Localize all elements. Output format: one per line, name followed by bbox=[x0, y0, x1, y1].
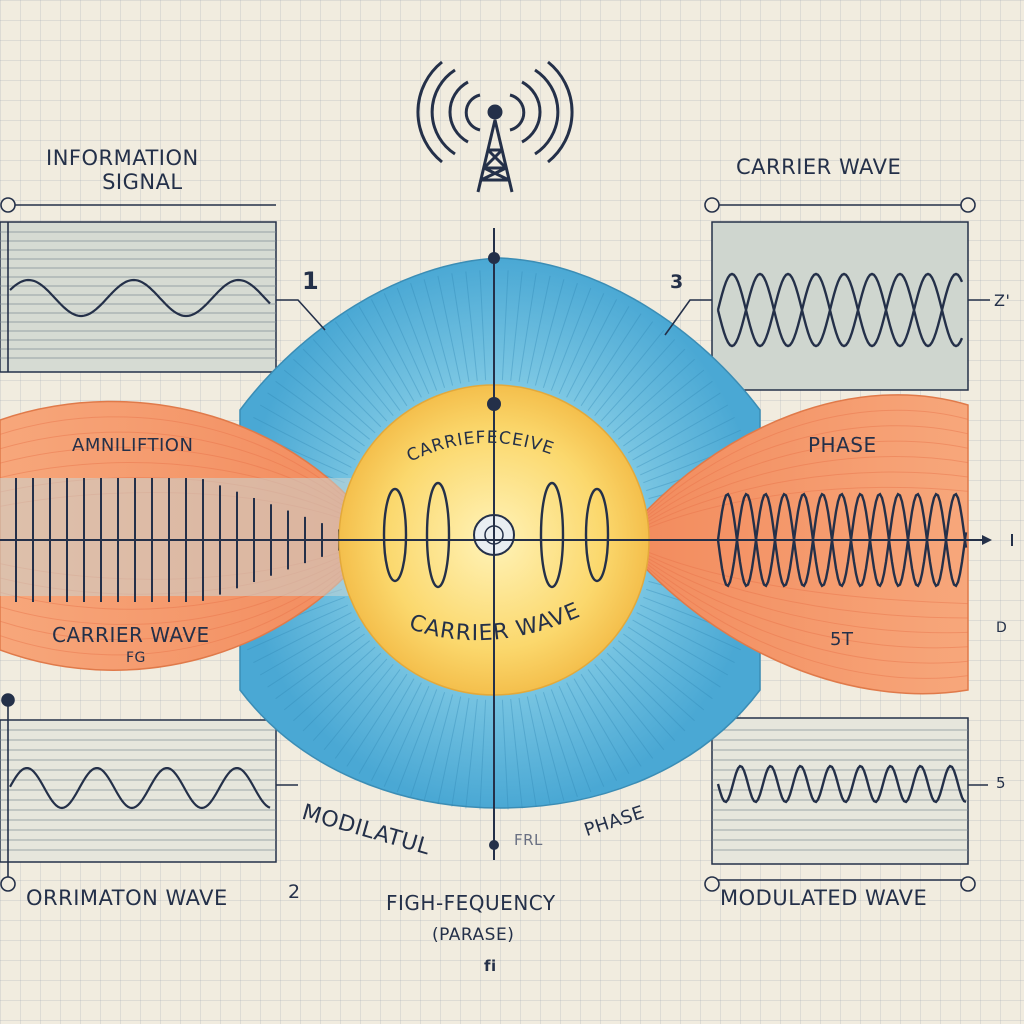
phase-right-label: PHASE bbox=[808, 434, 877, 457]
marker-5: 5 bbox=[996, 775, 1006, 792]
information-wave-label: ORRIMATON WAVE bbox=[26, 886, 228, 910]
carrier-wave-top-label: CARRIER WAVE bbox=[736, 155, 901, 179]
marker-d: D bbox=[996, 620, 1007, 636]
marker-2: 2 bbox=[288, 882, 301, 904]
carrier-wave-left-sub: FG bbox=[126, 650, 146, 666]
high-frequency-label: FIGH-FEQUENCY bbox=[386, 892, 556, 915]
antenna-tower-icon bbox=[418, 62, 572, 192]
modulated-wave-panel bbox=[712, 718, 968, 864]
carrier-wave-panel bbox=[712, 222, 968, 390]
information-signal-title: INFORMATION SIGNAL bbox=[46, 146, 199, 194]
amplitude-label: AMNILIFTION bbox=[72, 436, 193, 457]
information-signal-panel bbox=[0, 222, 276, 372]
information-signal-line2: SIGNAL bbox=[46, 170, 199, 194]
marker-3: 3 bbox=[670, 272, 684, 294]
marker-z: Z' bbox=[994, 292, 1010, 310]
marker-1: 1 bbox=[302, 268, 319, 296]
frequency-partial-label: FRL bbox=[514, 832, 543, 849]
modulated-wave-label: MODULATED WAVE bbox=[720, 886, 927, 910]
carrier-wave-left-label: CARRIER WAVE bbox=[52, 624, 210, 647]
fi-label: fi bbox=[484, 958, 497, 975]
label-5t: 5T bbox=[830, 630, 853, 651]
parase-label: (PARASE) bbox=[432, 926, 514, 946]
information-wave-panel bbox=[0, 720, 276, 862]
information-signal-line1: INFORMATION bbox=[46, 146, 199, 170]
